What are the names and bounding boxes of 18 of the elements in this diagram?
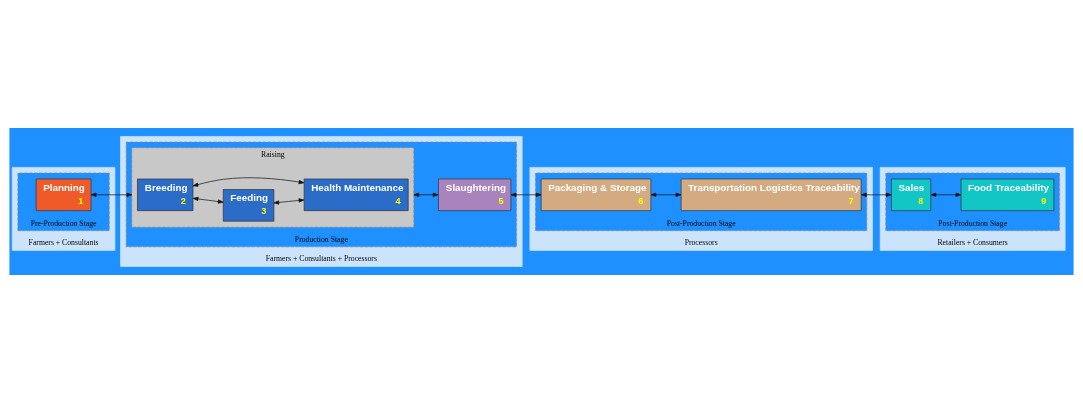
arrow bbox=[192, 177, 305, 187]
node-box: Packaging & Storage 6 bbox=[540, 178, 652, 211]
arrow bbox=[413, 192, 439, 197]
arrow bbox=[930, 192, 962, 197]
node-box: Food Traceability 9 bbox=[960, 178, 1055, 211]
node-box: Breeding 2 bbox=[137, 178, 194, 211]
node-box: Health Maintenance 4 bbox=[303, 178, 409, 211]
arrow bbox=[861, 192, 892, 197]
node-box: Transportation Logistics Traceability 7 bbox=[680, 178, 862, 211]
arrow bbox=[273, 198, 305, 205]
node-box: Slaughtering 5 bbox=[438, 178, 512, 211]
arrow bbox=[650, 192, 682, 197]
arrow bbox=[90, 192, 133, 197]
arrow bbox=[510, 192, 542, 197]
arrow bbox=[192, 196, 224, 204]
node-box: Sales 8 bbox=[891, 178, 932, 211]
node-box: Feeding 3 bbox=[222, 189, 275, 222]
node-box: Planning 1 bbox=[35, 178, 92, 211]
